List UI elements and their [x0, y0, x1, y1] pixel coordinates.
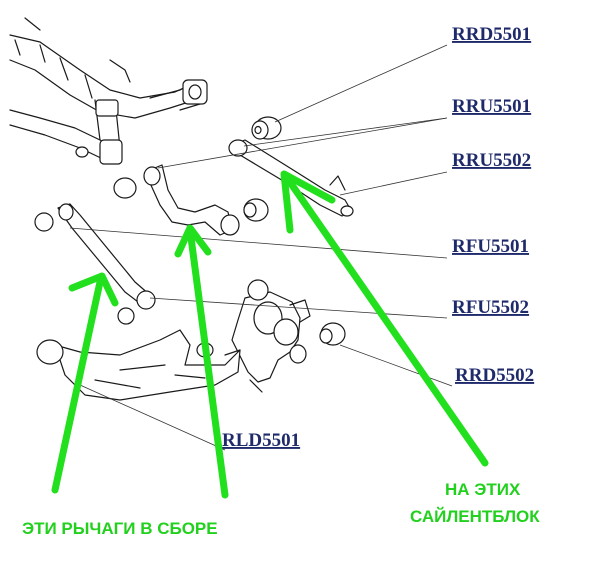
label-rrd5502: RRD5502 [455, 365, 534, 386]
leader-lines [69, 44, 453, 451]
note-bushings-line2: САЙЛЕНТБЛОК [410, 507, 540, 526]
arrow-head-curved-arm [174, 224, 212, 258]
label-rfu5502: RFU5502 [452, 297, 529, 318]
subframe [9, 17, 208, 165]
arrow-to-curved-arm [186, 226, 229, 499]
label-rld5501: RLD5501 [222, 430, 300, 451]
label-rrd5501: RRD5501 [452, 24, 531, 45]
bushing-rrd5501 [251, 116, 282, 140]
bushing-rru5502 [243, 198, 269, 222]
arrow-to-rod [51, 278, 104, 494]
arrow-head-rod [68, 272, 119, 307]
green-arrows [51, 170, 489, 499]
arm-upper-curved [113, 164, 240, 236]
note-bushings-line1: НА ЭТИХ [445, 480, 521, 499]
note-arms-assembly: ЭТИ РЫЧАГИ В СБОРЕ [22, 519, 218, 538]
label-rfu5501: RFU5501 [452, 236, 529, 257]
label-rru5501: RRU5501 [452, 96, 531, 117]
knuckle-assembly [224, 279, 311, 393]
bushing-rrd5502 [319, 322, 346, 346]
arrow-head-upper-arm [280, 170, 336, 234]
arrow-to-upper-arm [281, 171, 489, 467]
label-rru5502: RRU5502 [452, 150, 531, 171]
